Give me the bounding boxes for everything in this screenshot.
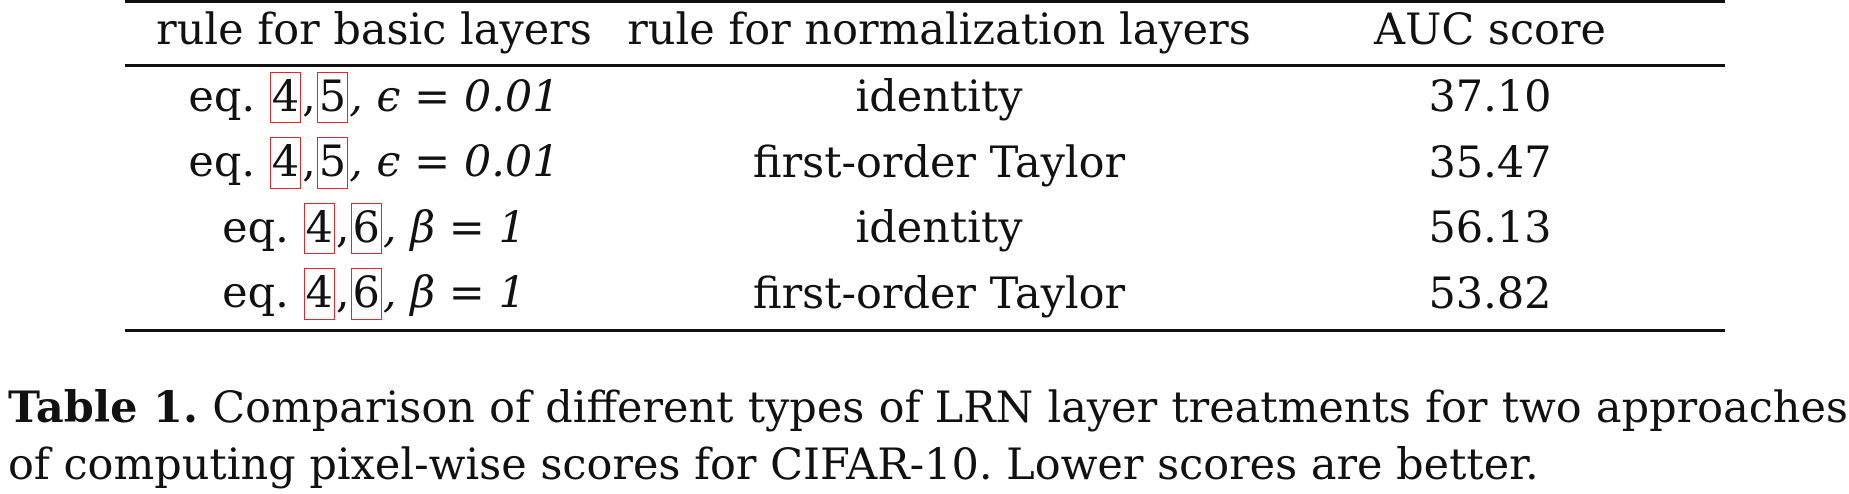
auc-score-cell: 56.13: [1428, 203, 1552, 254]
normalization-rule-cell: first-order Taylor: [752, 268, 1126, 319]
hyperparameter: , β = 1: [382, 202, 526, 253]
ref-separator: ,: [302, 137, 316, 188]
auc-score-cell: 37.10: [1428, 72, 1552, 123]
table-row: eq. 4,6, β = 1 first-order Taylor 53.82: [125, 263, 1725, 331]
auc-score-cell: 53.82: [1428, 268, 1552, 319]
eq-prefix: eq.: [222, 268, 289, 319]
equation-ref-link[interactable]: 6: [350, 202, 382, 255]
equation-ref-link[interactable]: 4: [303, 202, 335, 255]
hyperparameter: , ϵ = 0.01: [349, 137, 560, 188]
equation-ref-link[interactable]: 6: [350, 268, 382, 320]
normalization-rule-cell: identity: [855, 72, 1023, 123]
header-basic-layers-rule: rule for basic layers: [156, 5, 592, 55]
equation-ref-link[interactable]: 5: [316, 137, 349, 189]
results-table: rule for basic layers rule for normaliza…: [125, 0, 1725, 332]
header-normalization-layers-rule: rule for normalization layers: [627, 5, 1251, 55]
basic-rule-cell: eq. 4,5, ϵ = 0.01: [125, 132, 623, 197]
ref-separator: ,: [302, 72, 316, 122]
caption-text: Comparison of different types of LRN lay…: [8, 383, 1848, 490]
eq-prefix: eq.: [222, 202, 289, 253]
basic-rule-cell: eq. 4,5, ϵ = 0.01: [125, 66, 623, 133]
equation-ref-link[interactable]: 4: [269, 72, 302, 124]
table-row: eq. 4,5, ϵ = 0.01 identity 37.10: [125, 66, 1725, 133]
table-row: eq. 4,6, β = 1 identity 56.13: [125, 198, 1725, 263]
results-table-container: rule for basic layers rule for normaliza…: [125, 0, 1725, 332]
table-header-row: rule for basic layers rule for normaliza…: [125, 1, 1725, 66]
equation-ref-link[interactable]: 4: [269, 137, 302, 189]
equation-ref-link[interactable]: 5: [316, 72, 349, 124]
ref-separator: ,: [335, 202, 350, 253]
hyperparameter: , β = 1: [382, 268, 526, 319]
eq-prefix: eq.: [188, 137, 256, 188]
auc-score-cell: 35.47: [1428, 137, 1552, 188]
header-auc-score: AUC score: [1374, 5, 1606, 55]
eq-prefix: eq.: [188, 72, 256, 122]
table-caption: Table 1. Comparison of different types o…: [8, 380, 1848, 494]
hyperparameter: , ϵ = 0.01: [349, 72, 560, 122]
basic-rule-cell: eq. 4,6, β = 1: [125, 198, 623, 263]
basic-rule-cell: eq. 4,6, β = 1: [125, 263, 623, 330]
table-row: eq. 4,5, ϵ = 0.01 first-order Taylor 35.…: [125, 132, 1725, 197]
equation-ref-link[interactable]: 4: [303, 268, 335, 320]
normalization-rule-cell: first-order Taylor: [752, 137, 1126, 188]
ref-separator: ,: [335, 268, 350, 319]
caption-label: Table 1.: [8, 383, 198, 433]
normalization-rule-cell: identity: [855, 203, 1023, 254]
